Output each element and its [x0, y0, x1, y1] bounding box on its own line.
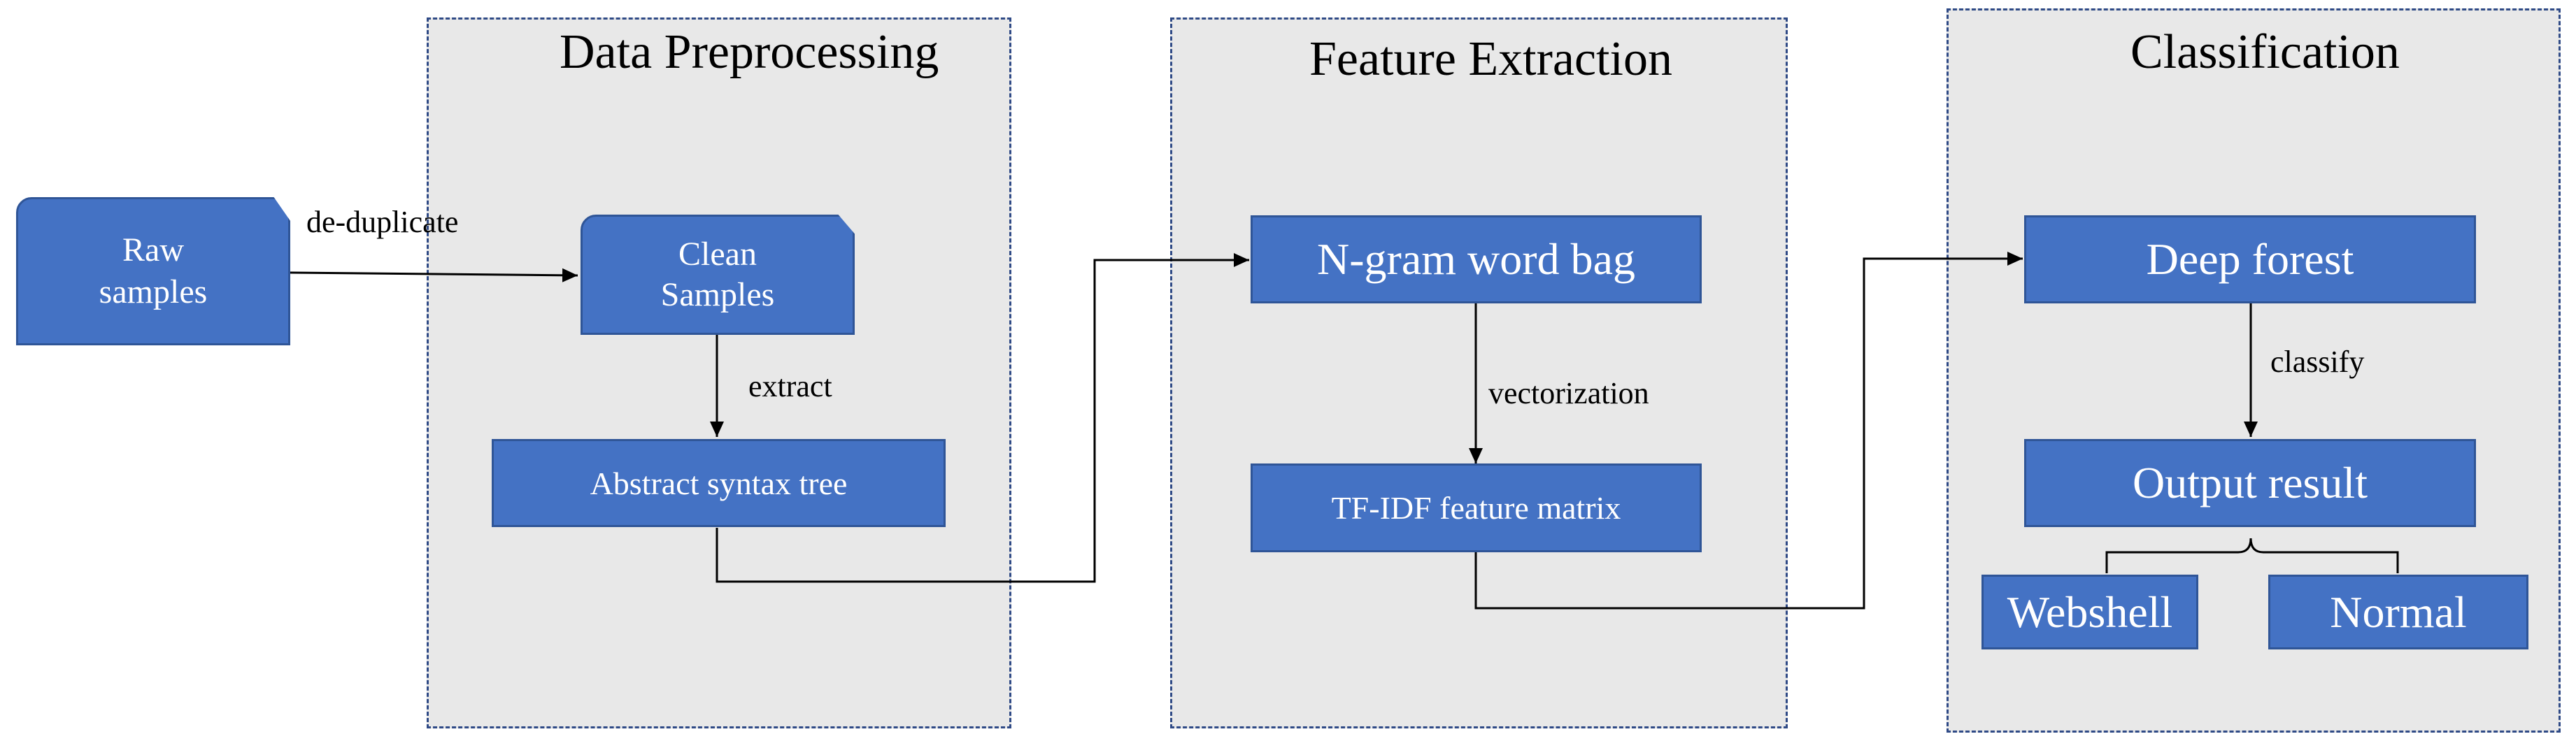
edge-label-vectorization: vectorization: [1488, 376, 1649, 410]
abstract-syntax-tree-node: Abstract syntax tree: [492, 439, 946, 527]
abstract-syntax-tree-label: Abstract syntax tree: [590, 465, 848, 501]
deep-forest-node: Deep forest: [2024, 215, 2476, 303]
normal-label: Normal: [2330, 587, 2467, 637]
normal-node: Normal: [2268, 575, 2528, 649]
clean-samples-node: Clean Samples: [581, 215, 855, 335]
edge-label-classify: classify: [2270, 345, 2365, 379]
ngram-word-bag-node: N-gram word bag: [1251, 215, 1702, 303]
ngram-word-bag-label: N-gram word bag: [1317, 234, 1635, 284]
panel-data-preprocessing: [427, 17, 1011, 728]
edge-label-extract: extract: [748, 369, 832, 403]
tfidf-feature-matrix-label: TF-IDF feature matrix: [1331, 490, 1621, 526]
deep-forest-label: Deep forest: [2146, 234, 2354, 284]
webshell-label: Webshell: [2007, 587, 2173, 637]
output-result-node: Output result: [2024, 439, 2476, 527]
panel-feature-extraction: [1170, 17, 1788, 728]
output-result-label: Output result: [2133, 458, 2368, 508]
edge-label-de-duplicate: de-duplicate: [306, 205, 459, 239]
panel-title-feature-extraction: Feature Extraction: [1309, 32, 1672, 86]
panel-title-data-preprocessing: Data Preprocessing: [560, 25, 939, 79]
webshell-node: Webshell: [1981, 575, 2198, 649]
raw-samples-node: Raw samples: [16, 197, 290, 345]
clean-samples-label: Clean Samples: [660, 236, 775, 313]
raw-samples-label: Raw samples: [99, 231, 208, 310]
tfidf-feature-matrix-node: TF-IDF feature matrix: [1251, 463, 1702, 552]
panel-title-classification: Classification: [2130, 25, 2400, 79]
